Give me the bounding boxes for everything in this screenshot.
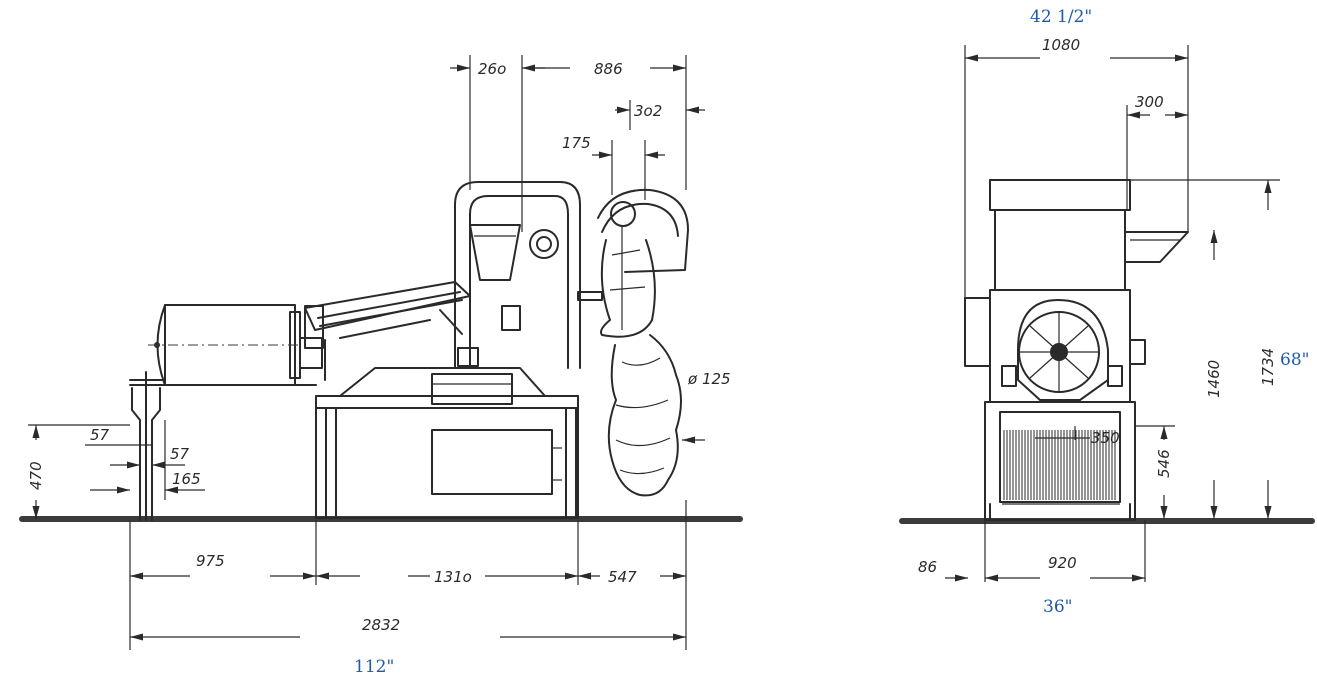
dim-1080: 1080 bbox=[1042, 36, 1080, 54]
dim-86: 86 bbox=[918, 558, 937, 576]
inch-total-label: 112" bbox=[354, 657, 394, 677]
front-cabinet bbox=[984, 401, 1136, 521]
dim-547: 547 bbox=[608, 568, 637, 586]
motor-stand bbox=[129, 371, 317, 521]
infeed-conveyor bbox=[304, 281, 479, 381]
front-dimensions: 1080 300 1734 1460 546 350 920 bbox=[918, 36, 1280, 582]
dim-300: 300 bbox=[1135, 93, 1164, 111]
cutter-housing bbox=[454, 181, 603, 369]
dim-886: 886 bbox=[594, 60, 623, 78]
dim-57-a: 57 bbox=[90, 426, 110, 444]
side-motor bbox=[964, 297, 991, 367]
dim-975: 975 bbox=[196, 552, 225, 570]
dim-175: 175 bbox=[562, 134, 591, 152]
dim-57-b: 57 bbox=[170, 445, 190, 463]
dim-470: 470 bbox=[27, 461, 45, 490]
front-body bbox=[964, 179, 1189, 403]
discharge-hopper bbox=[339, 367, 546, 405]
side-view: 26o 886 3o2 175 ø 125 57 57 165 bbox=[19, 55, 743, 677]
inch-width-label: 42 1/2" bbox=[1030, 7, 1092, 27]
dim-1310: 131o bbox=[434, 568, 472, 586]
dim-350: 350 bbox=[1091, 429, 1120, 447]
dim-165: 165 bbox=[172, 470, 201, 488]
front-view: 1080 300 1734 1460 546 350 920 bbox=[899, 7, 1315, 617]
feed-funnel bbox=[469, 224, 521, 281]
rotor-hub bbox=[529, 229, 559, 259]
control-cabinet bbox=[431, 429, 553, 495]
rotor-housing bbox=[1017, 299, 1109, 401]
dim-546: 546 bbox=[1155, 449, 1173, 478]
dim-920: 920 bbox=[1048, 554, 1077, 572]
dim-260: 26o bbox=[478, 60, 506, 78]
blower-filter bbox=[597, 188, 689, 497]
dim-302: 3o2 bbox=[634, 102, 662, 120]
dim-1460: 1460 bbox=[1205, 360, 1223, 398]
dim-2832: 2832 bbox=[362, 616, 400, 634]
inch-height-label: 68" bbox=[1280, 350, 1309, 370]
inch-base-label: 36" bbox=[1043, 597, 1072, 617]
drive-motor bbox=[148, 304, 323, 386]
screen-grille bbox=[1003, 430, 1116, 500]
side-dimensions: 26o 886 3o2 175 ø 125 57 57 165 bbox=[27, 55, 731, 650]
dim-1734: 1734 bbox=[1259, 348, 1277, 386]
dim-125: ø 125 bbox=[687, 370, 731, 388]
base-frame bbox=[315, 395, 579, 519]
